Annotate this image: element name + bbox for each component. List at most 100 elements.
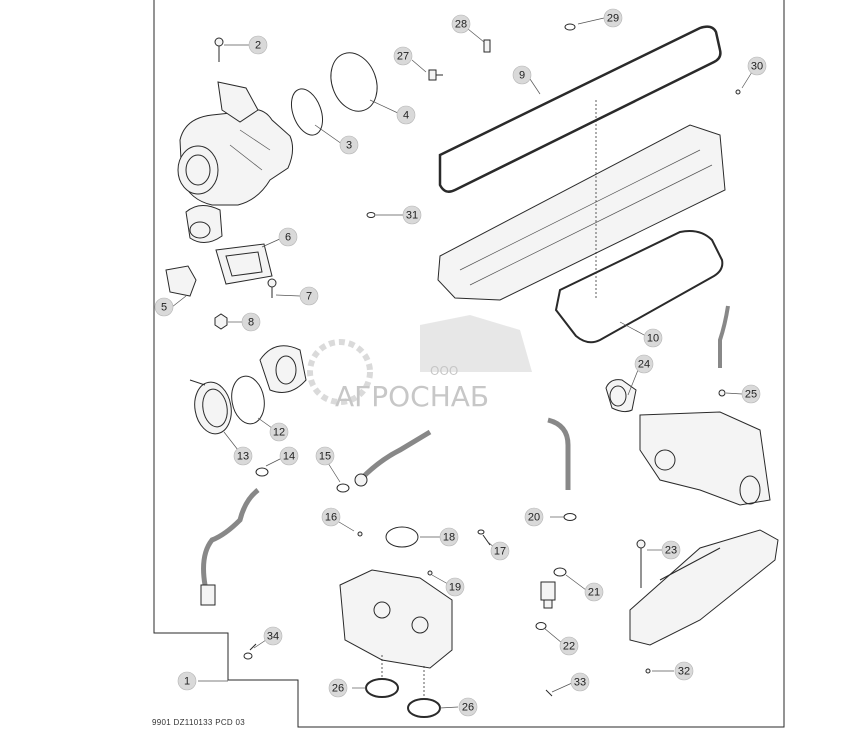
gasket-6 <box>215 243 273 285</box>
oring-22 <box>535 622 547 630</box>
callout-15: 15 <box>315 446 335 466</box>
callout-7: 7 <box>299 286 319 306</box>
tube-25 <box>718 305 730 368</box>
callout-number: 1 <box>184 676 190 688</box>
callout-bubble <box>661 540 681 560</box>
callout-number: 2 <box>255 40 261 52</box>
callout-bubble <box>233 446 253 466</box>
callout-3: 3 <box>339 135 359 155</box>
callout-13: 13 <box>233 446 253 466</box>
callout-number: 6 <box>285 232 291 244</box>
gasket-5 <box>165 265 197 297</box>
callout-32: 32 <box>674 661 694 681</box>
callout-number: 20 <box>528 512 540 524</box>
callout-bubble <box>177 671 197 691</box>
callout-bubble <box>402 205 422 225</box>
callout-bubble <box>299 286 319 306</box>
bolt-2 <box>214 37 224 62</box>
callout-number: 14 <box>283 451 295 463</box>
callout-16: 16 <box>321 507 341 527</box>
callout-33: 33 <box>570 672 590 692</box>
callout-bubble <box>445 577 465 597</box>
callout-number: 21 <box>588 587 600 599</box>
callout-29: 29 <box>603 8 623 28</box>
callout-number: 28 <box>455 19 467 31</box>
callout-26: 26 <box>458 697 478 717</box>
callout-number: 27 <box>397 51 409 63</box>
callout-number: 17 <box>494 546 506 558</box>
diagram-code: 9901 DZ110133 PCD 03 <box>152 718 246 727</box>
callout-number: 3 <box>346 140 352 152</box>
callout-bubble <box>674 661 694 681</box>
oring-4 <box>330 52 378 112</box>
callout-2: 2 <box>248 35 268 55</box>
callout-23: 23 <box>661 540 681 560</box>
cylinder-head <box>437 124 726 301</box>
callout-30: 30 <box>747 56 767 76</box>
callout-bubble <box>393 46 413 66</box>
callout-number: 12 <box>273 427 285 439</box>
plug-16 <box>357 531 363 537</box>
callout-bubble <box>339 135 359 155</box>
callout-26: 26 <box>328 678 348 698</box>
pin-17 <box>477 529 491 546</box>
callout-bubble <box>490 541 510 561</box>
callout-9: 9 <box>512 65 532 85</box>
callout-bubble <box>747 56 767 76</box>
callout-bubble <box>603 8 623 28</box>
callout-bubble <box>741 384 761 404</box>
callout-bubble <box>315 446 335 466</box>
callout-bubble <box>321 507 341 527</box>
callout-number: 19 <box>449 582 461 594</box>
clamp-13 <box>189 379 232 435</box>
callout-4: 4 <box>396 105 416 125</box>
oring-20 <box>563 513 577 521</box>
pin-33 <box>545 689 553 697</box>
fitting-27 <box>428 69 443 81</box>
callout-number: 8 <box>248 317 254 329</box>
callout-number: 7 <box>306 291 312 303</box>
oring-18 <box>385 526 419 548</box>
callout-34: 34 <box>263 626 283 646</box>
seal-26a <box>365 678 399 698</box>
callout-number: 18 <box>443 532 455 544</box>
callout-31: 31 <box>402 205 422 225</box>
nut-8 <box>214 313 228 330</box>
callout-number: 26 <box>332 683 344 695</box>
callout-bubble <box>241 312 261 332</box>
callout-bubble <box>584 582 604 602</box>
callout-25: 25 <box>741 384 761 404</box>
callout-number: 29 <box>607 13 619 25</box>
elbow-pipe <box>259 345 307 393</box>
tube-elbow <box>360 429 432 480</box>
callout-12: 12 <box>269 422 289 442</box>
callout-28: 28 <box>451 14 471 34</box>
hose-fitting <box>200 584 216 606</box>
callout-10: 10 <box>643 328 663 348</box>
callout-number: 15 <box>319 451 331 463</box>
oil-cooler-housing <box>639 411 771 506</box>
callout-21: 21 <box>584 582 604 602</box>
callout-number: 33 <box>574 677 586 689</box>
callout-6: 6 <box>278 227 298 247</box>
hose-oil-return <box>201 488 260 586</box>
callout-number: 13 <box>237 451 249 463</box>
oring-15 <box>336 483 350 493</box>
watermark-logo: ООО АГРОСНАБ <box>307 315 532 413</box>
callout-number: 32 <box>678 666 690 678</box>
tube-20 <box>547 417 571 490</box>
gasket-9 <box>438 25 722 193</box>
oring-31 <box>366 212 376 218</box>
diagram-frame <box>153 0 785 728</box>
sensor <box>540 581 556 609</box>
callout-number: 31 <box>406 210 418 222</box>
callout-bubble <box>154 297 174 317</box>
callout-number: 10 <box>647 333 659 345</box>
callout-number: 5 <box>161 302 167 314</box>
plug-19 <box>427 570 433 576</box>
watermark-prefix: ООО <box>430 364 458 378</box>
callout-14: 14 <box>279 446 299 466</box>
turbocharger <box>177 81 294 243</box>
